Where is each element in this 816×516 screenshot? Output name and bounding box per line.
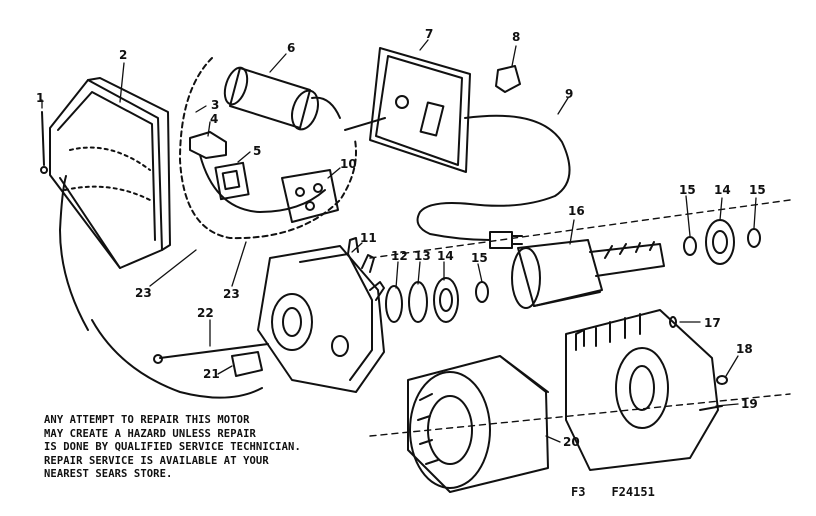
callout-9: 9 [565, 87, 574, 101]
callout-21: 21 [203, 367, 220, 381]
rear-retaining-ring-outer [747, 228, 761, 248]
callout-10: 10 [340, 157, 357, 171]
front-retaining-ring [475, 281, 489, 303]
through-bolt-head [153, 354, 163, 364]
stator [407, 355, 549, 493]
callout-15c: 15 [749, 183, 766, 197]
callout-17: 17 [704, 316, 721, 330]
callout-19: 19 [741, 397, 758, 411]
power-cable-left [59, 175, 89, 331]
warning-line: REPAIR SERVICE IS AVAILABLE AT YOUR [44, 454, 269, 467]
terminal-box-cover [49, 77, 171, 269]
wave-washer [385, 285, 403, 323]
callout-8: 8 [512, 30, 521, 44]
front-end-bell [257, 237, 385, 393]
callout-2: 2 [119, 48, 128, 62]
front-bearing-inner [439, 288, 453, 312]
end-bell-nut [716, 375, 728, 385]
capacitor-clamp [189, 131, 227, 159]
figure-reference: F3 F24151 [571, 485, 681, 499]
rear-end-bell [565, 309, 723, 471]
warning-line: NEAREST SEARS STORE. [44, 468, 173, 480]
warning-line: MAY CREATE A HAZARD UNLESS REPAIR [44, 427, 256, 440]
front-bearing-outer [433, 277, 459, 323]
callout-1: 1 [36, 91, 45, 105]
callout-23b: 23 [223, 287, 240, 301]
capacitor [223, 66, 341, 131]
callout-3: 3 [211, 98, 220, 112]
leader-lines [41, 39, 757, 443]
callout-12: 12 [391, 249, 408, 263]
line-cord [416, 114, 571, 241]
figure-sheet: F3 [571, 485, 586, 499]
callout-16: 16 [568, 204, 585, 218]
callout-23a: 23 [135, 286, 152, 300]
callout-4: 4 [210, 112, 219, 126]
cable-clamp [495, 65, 521, 93]
callout-15a: 15 [471, 251, 488, 265]
repair-warning: ANY ATTEMPT TO REPAIR THIS MOTOR MAY CRE… [44, 414, 374, 482]
callout-7: 7 [425, 27, 434, 41]
thermal-protector [231, 351, 263, 377]
spacer-washer [408, 281, 428, 323]
callout-13: 13 [414, 249, 431, 263]
assembly-line-upper [369, 199, 791, 259]
cover-screw [41, 111, 45, 166]
line-cord-plug [489, 231, 523, 249]
callout-14a: 14 [437, 249, 454, 263]
callout-6: 6 [287, 41, 296, 55]
callout-5: 5 [253, 144, 262, 158]
assembly-line-lower [369, 393, 791, 437]
rear-bearing-outer [705, 219, 735, 265]
callout-22: 22 [197, 306, 214, 320]
centrifugal-switch [214, 161, 250, 201]
rear-bearing-inner [712, 230, 728, 254]
screw-head [40, 166, 48, 174]
callout-20: 20 [563, 435, 580, 449]
mounting-plate [344, 47, 471, 173]
power-cable [91, 319, 263, 399]
warning-line: ANY ATTEMPT TO REPAIR THIS MOTOR [44, 414, 250, 426]
wiring-bracket-outline [179, 57, 357, 240]
end-bell-screw [669, 316, 677, 328]
rotor-assembly [511, 239, 665, 309]
terminal-board [281, 169, 339, 223]
figure-number: F24151 [611, 485, 655, 499]
through-bolt [159, 343, 269, 359]
callout-15b: 15 [679, 183, 696, 197]
callout-11: 11 [360, 231, 377, 245]
warning-line: IS DONE BY QUALIFIED SERVICE TECHNICIAN. [44, 441, 301, 453]
rear-retaining-ring-inner [683, 236, 697, 256]
callout-14b: 14 [714, 183, 731, 197]
callout-18: 18 [736, 342, 753, 356]
